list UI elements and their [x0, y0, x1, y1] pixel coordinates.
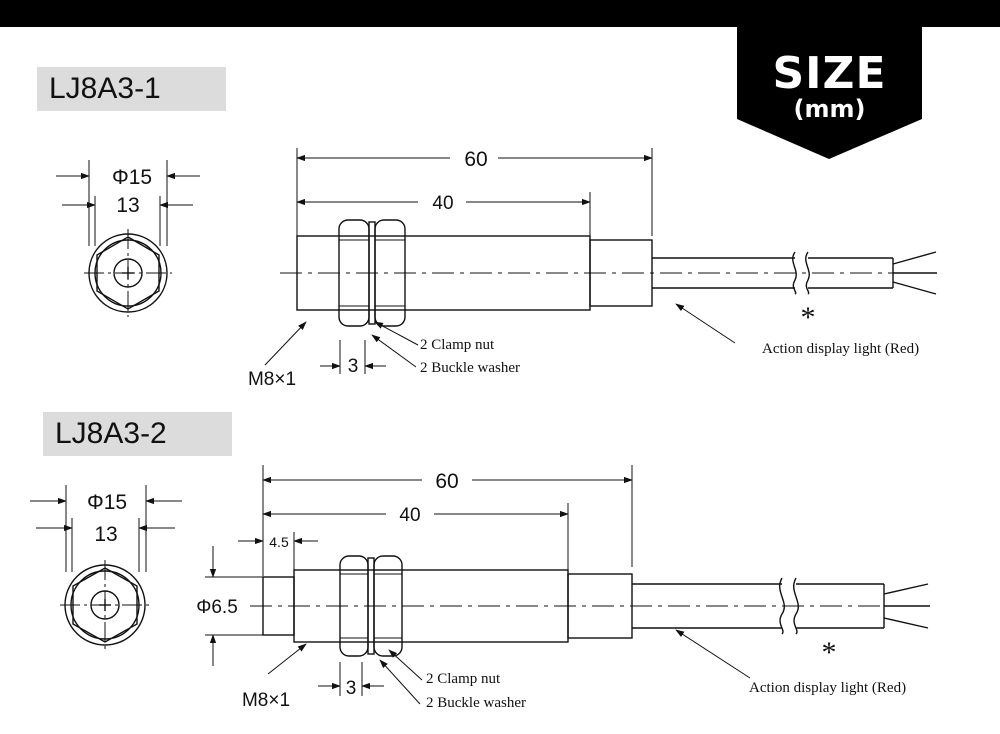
side-view-1-body-length: 40: [432, 193, 453, 214]
end-view-1-outer-dia: Φ15: [112, 166, 152, 189]
side-view-1-total-length: 60: [464, 148, 487, 171]
side-view-2-head-length: 4.5: [269, 534, 289, 550]
badge-title: SIZE: [772, 48, 887, 99]
side-view-1: 60 40: [248, 148, 937, 390]
side-view-2-marker: *: [822, 636, 837, 669]
model-label-2: LJ8A3-2: [43, 412, 232, 456]
model-label-1: LJ8A3-1: [37, 67, 226, 111]
end-view-2-outer-dia: Φ15: [87, 491, 127, 514]
end-view-1-inner-dia: 13: [116, 194, 139, 217]
side-view-2-total-length: 60: [435, 470, 458, 493]
side-view-2-washer: 2 Buckle washer: [426, 695, 526, 711]
side-view-1-washer: 2 Buckle washer: [420, 360, 520, 376]
end-view-1: Φ15 13: [56, 160, 200, 317]
size-badge-shape: [737, 27, 922, 159]
end-view-2-inner-dia: 13: [94, 523, 117, 546]
top-bar: [0, 0, 1000, 27]
side-view-1-thread: M8×1: [248, 369, 296, 390]
side-view-2-clamp-nut: 2 Clamp nut: [426, 671, 501, 687]
side-view-1-indicator: Action display light (Red): [762, 341, 919, 357]
side-view-1-nut-thickness: 3: [348, 356, 359, 377]
side-view-2-head-dia: Φ6.5: [196, 597, 238, 618]
side-view-2: 60 40 4.5 Φ6.5: [196, 465, 930, 711]
side-view-1-marker: *: [801, 301, 816, 334]
side-view-2-body-length: 40: [399, 505, 420, 526]
end-view-2: Φ15 13: [30, 485, 182, 650]
badge-unit: (mm): [793, 95, 866, 123]
side-view-2-indicator: Action display light (Red): [749, 680, 906, 696]
side-view-2-nut-thickness: 3: [346, 678, 357, 699]
side-view-1-clamp-nut: 2 Clamp nut: [420, 337, 495, 353]
side-view-2-thread: M8×1: [242, 690, 290, 711]
